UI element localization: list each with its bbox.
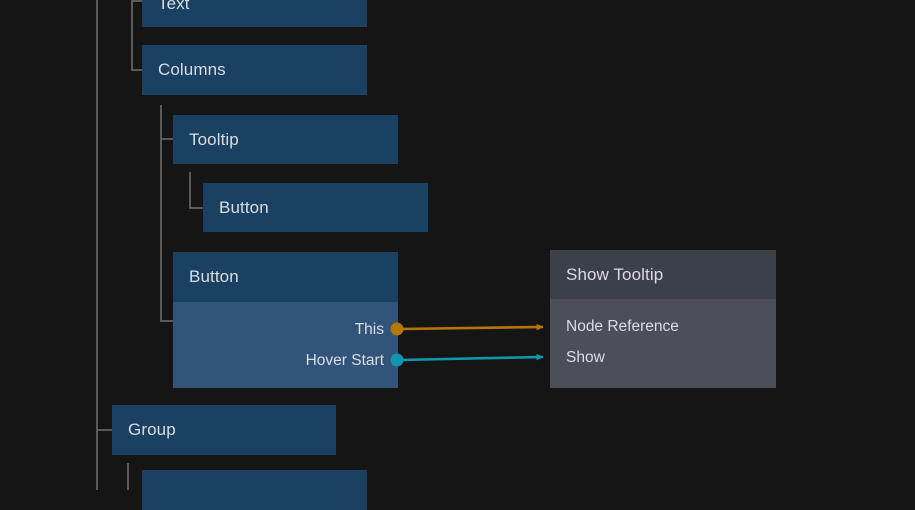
node-button-main-title: Button	[189, 267, 239, 286]
node-tooltip[interactable]: Tooltip	[173, 115, 398, 164]
tree-line-level1-spine	[131, 0, 133, 70]
output-port-label-hover-start: Hover Start	[305, 351, 384, 369]
node-columns[interactable]: Columns	[142, 45, 367, 95]
node-columns-title: Columns	[158, 60, 226, 79]
node-show-tooltip-header[interactable]: Show Tooltip	[550, 250, 776, 299]
tree-line-level2-spine	[160, 105, 162, 322]
input-port-row-show[interactable]: Show	[550, 342, 776, 373]
wire-this-to-node-reference[interactable]	[398, 323, 544, 331]
input-port-label-show: Show	[566, 348, 605, 366]
wire-hover-start-to-show[interactable]	[398, 353, 544, 362]
node-group-title: Group	[128, 420, 176, 439]
tree-line-level3-spine	[189, 172, 191, 209]
output-port-row-this[interactable]: This	[173, 314, 398, 345]
node-group[interactable]: Group	[112, 405, 336, 455]
output-port-row-hover-start[interactable]: Hover Start	[173, 345, 398, 376]
tree-line-level2-stub-tooltip	[160, 138, 173, 140]
node-show-tooltip-body: Node Reference Show	[550, 299, 776, 388]
tree-line-level1-stub-columns	[131, 69, 142, 71]
tree-line-level2-stub-button	[160, 320, 173, 322]
output-port-label-this: This	[354, 320, 384, 338]
tree-line-level3-stub-button	[189, 207, 203, 209]
node-text-header[interactable]: Text	[142, 0, 367, 27]
node-button-main-body: This Hover Start	[173, 302, 398, 388]
input-port-label-node-reference: Node Reference	[566, 317, 679, 335]
input-port-row-node-reference[interactable]: Node Reference	[550, 311, 776, 342]
node-tooltip-header[interactable]: Tooltip	[173, 115, 398, 164]
node-bottom-partial-header[interactable]	[142, 470, 367, 510]
node-show-tooltip[interactable]: Show Tooltip Node Reference Show	[550, 250, 776, 388]
tree-line-root-spine	[96, 0, 98, 490]
node-text-title: Text	[158, 0, 190, 13]
node-tooltip-title: Tooltip	[189, 129, 239, 149]
tree-line-level1-stub-text	[131, 0, 142, 2]
node-button-main[interactable]: Button This Hover Start	[173, 252, 398, 388]
tree-line-group-spine	[127, 463, 129, 490]
tree-line-root-stub-group	[96, 429, 112, 431]
node-bottom-partial[interactable]	[142, 470, 367, 510]
node-text[interactable]: Text	[142, 0, 367, 27]
node-columns-header[interactable]: Columns	[142, 45, 367, 95]
node-button-inner-header[interactable]: Button	[203, 183, 428, 232]
node-group-header[interactable]: Group	[112, 405, 336, 455]
node-button-inner[interactable]: Button	[203, 183, 428, 232]
node-show-tooltip-title: Show Tooltip	[566, 264, 664, 284]
node-button-main-header[interactable]: Button	[173, 252, 398, 302]
node-button-inner-title: Button	[219, 197, 269, 217]
